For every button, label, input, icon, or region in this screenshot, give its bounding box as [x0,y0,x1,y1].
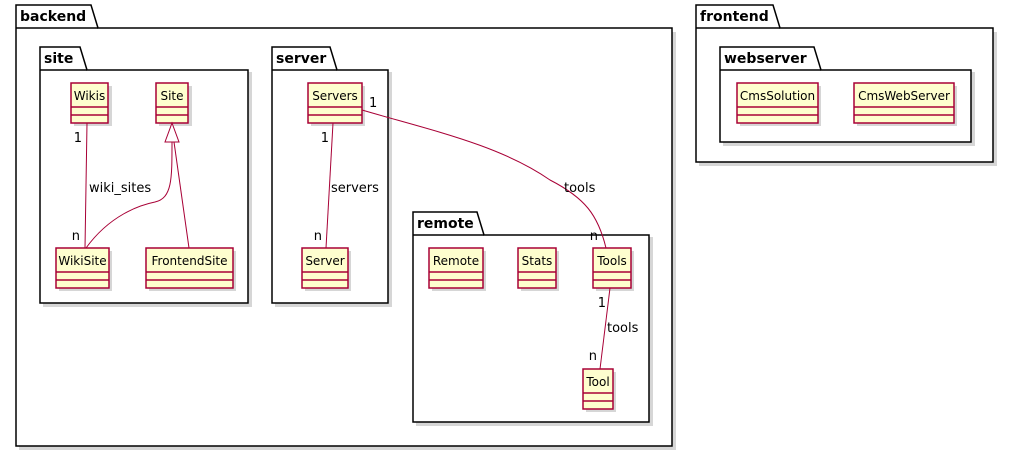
class-wikis[interactable]: Wikis [70,82,112,126]
class-tool-name: Tool [585,375,609,389]
edge-tools-tool-from-mult: 1 [598,296,606,311]
package-webserver-title: webserver [724,51,807,67]
class-stats-name: Stats [522,254,553,268]
edge-wikisite-site-inheritance [85,141,173,249]
inheritance-arrow-icon [164,121,180,143]
edge-servers-tools-to-mult: n [590,229,598,244]
class-cmssolution[interactable]: CmsSolution [736,82,821,126]
edge-servers-server-label: servers [331,181,379,196]
class-remote-name: Remote [433,254,479,268]
edge-servers-server: 1 servers n [314,122,379,249]
edge-servers-tools: 1 tools n [361,96,607,249]
package-site-title: site [44,51,73,67]
edge-servers-server-to-mult: n [314,229,322,244]
class-tool[interactable]: Tool [582,368,616,412]
class-cmssolution-name: CmsSolution [740,89,815,103]
class-server[interactable]: Server [301,247,351,291]
edge-servers-tools-from-mult: 1 [369,96,377,111]
class-wikis-name: Wikis [74,89,105,103]
edge-servers-server-from-mult: 1 [321,131,329,146]
edge-wikis-wikisite: 1 wiki_sites n [72,122,151,249]
class-cmswebserver-name: CmsWebServer [858,89,950,103]
edge-wikis-wikisite-label: wiki_sites [89,181,151,196]
class-tools[interactable]: Tools [592,247,634,291]
edge-tools-tool-to-mult: n [589,349,597,364]
class-server-name: Server [305,254,344,268]
class-wikisite[interactable]: WikiSite [55,247,112,291]
class-tools-name: Tools [596,254,627,268]
class-stats[interactable]: Stats [517,247,559,291]
class-wikisite-name: WikiSite [58,254,106,268]
package-remote-title: remote [417,216,474,232]
edge-servers-tools-label: tools [564,181,596,196]
edge-wikis-wikisite-from-mult: 1 [74,131,82,146]
class-frontendsite[interactable]: FrontendSite [145,247,236,291]
package-frontend-title: frontend [700,9,769,25]
edge-tools-tool: 1 tools n [589,287,639,370]
package-backend-title: backend [20,9,86,25]
class-site[interactable]: Site [155,82,192,126]
package-server-title: server [276,51,326,67]
edge-tools-tool-label: tools [607,321,639,336]
edge-frontendsite-site-inheritance [173,141,190,249]
class-servers[interactable]: Servers [307,82,365,126]
class-frontendsite-name: FrontendSite [152,254,228,268]
edge-wikis-wikisite-to-mult: n [72,229,80,244]
class-cmswebserver[interactable]: CmsWebServer [853,82,957,126]
class-remote[interactable]: Remote [428,247,486,291]
class-site-name: Site [160,89,183,103]
class-servers-name: Servers [312,89,358,103]
package-remote: remote [412,211,653,426]
